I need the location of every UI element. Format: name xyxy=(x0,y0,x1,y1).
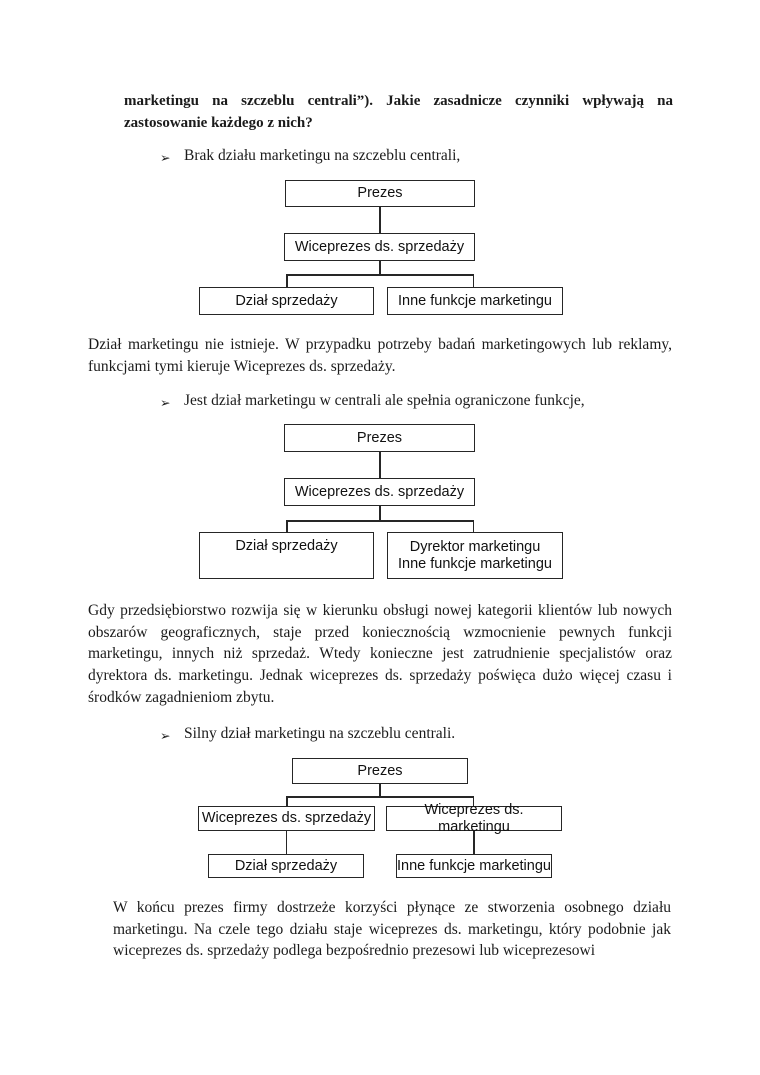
connector-line xyxy=(379,261,381,274)
connector-line xyxy=(379,506,381,520)
org-box-dzial-sprzedazy: Dział sprzedaży xyxy=(199,532,374,579)
org-box-prezes: Prezes xyxy=(284,424,475,452)
org-box-line1: Dyrektor marketingu xyxy=(409,538,541,555)
connector-line xyxy=(286,520,474,522)
org-box-wiceprezes-marketingu: Wiceprezes ds. marketingu xyxy=(386,802,562,835)
org-box-dyrektor-marketingu: Dyrektor marketingu Inne funkcje marketi… xyxy=(387,532,563,579)
arrow-bullet-icon: ➢ xyxy=(160,728,171,743)
arrow-bullet-icon: ➢ xyxy=(160,150,171,165)
connector-line xyxy=(379,207,381,233)
connector-line xyxy=(286,796,474,798)
connector-line xyxy=(472,520,474,532)
org-box-prezes: Prezes xyxy=(285,180,475,207)
org-box-wiceprezes-sprzedazy: Wiceprezes ds. sprzedaży xyxy=(284,478,475,506)
connector-line xyxy=(285,831,287,854)
connector-line xyxy=(286,520,288,532)
paragraph-after-chart2: Gdy przedsiębiorstwo rozwija się w kieru… xyxy=(88,602,672,706)
connector-line xyxy=(472,274,474,287)
bullet-text: Silny dział marketingu na szczeblu centr… xyxy=(184,725,456,742)
connector-line xyxy=(379,784,381,796)
connector-line xyxy=(379,452,381,478)
org-box-wiceprezes-sprzedazy: Wiceprezes ds. sprzedaży xyxy=(284,233,475,261)
connector-line xyxy=(286,274,288,287)
connector-line xyxy=(286,274,474,276)
connector-line xyxy=(472,796,474,806)
org-box-inne-funkcje: Inne funkcje marketingu xyxy=(396,854,552,878)
bullet-item-1: ➢ Brak działu marketingu na szczeblu cen… xyxy=(160,146,640,168)
org-box-dzial-sprzedazy: Dział sprzedaży xyxy=(208,854,364,878)
org-box-wiceprezes-sprzedazy: Wiceprezes ds. sprzedaży xyxy=(198,806,375,831)
bullet-item-2: ➢ Jest dział marketingu w centrali ale s… xyxy=(160,391,640,413)
bullet-text: Jest dział marketingu w centrali ale spe… xyxy=(184,392,585,409)
bullet-text: Brak działu marketingu na szczeblu centr… xyxy=(184,147,461,164)
paragraph-after-chart3: W końcu prezes firmy dostrzeże korzyści … xyxy=(113,899,671,960)
org-box-prezes: Prezes xyxy=(292,758,468,784)
org-box-inne-funkcje: Inne funkcje marketingu xyxy=(387,287,563,315)
bullet-item-3: ➢ Silny dział marketingu na szczeblu cen… xyxy=(160,724,640,746)
connector-line xyxy=(473,831,475,854)
intro-paragraph: marketingu na szczeblu centrali”). Jakie… xyxy=(124,93,673,131)
connector-line xyxy=(286,796,288,806)
paragraph-after-chart1: Dział marketingu nie istnieje. W przypad… xyxy=(88,336,672,375)
arrow-bullet-icon: ➢ xyxy=(160,395,171,410)
org-box-line2: Inne funkcje marketingu xyxy=(398,555,552,572)
org-box-dzial-sprzedazy: Dział sprzedaży xyxy=(199,287,374,315)
